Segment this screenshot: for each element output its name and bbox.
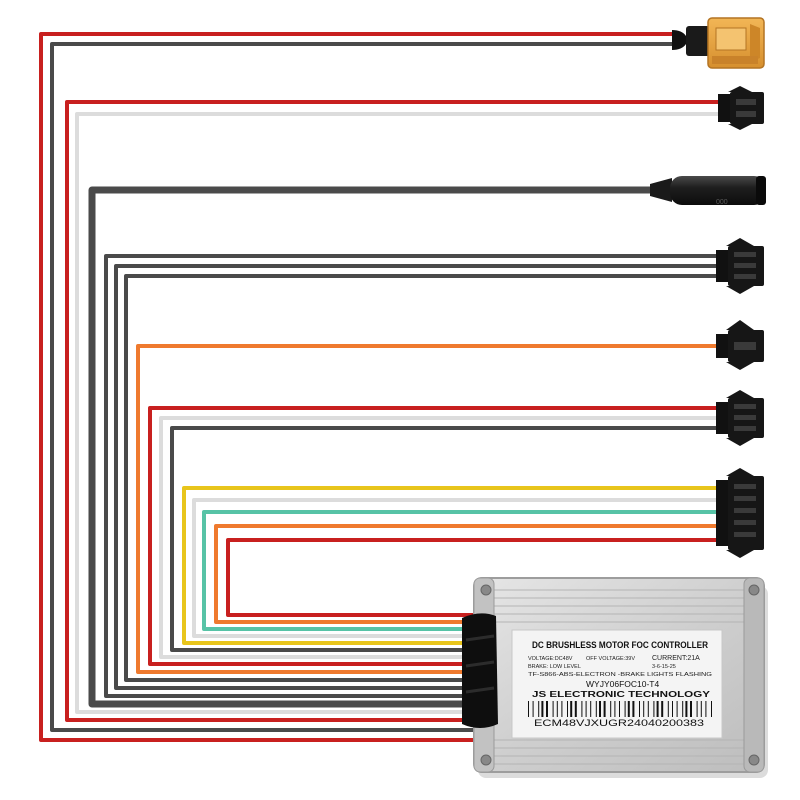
barcode-bar [574, 701, 577, 717]
three-pin-white-wire [159, 416, 720, 659]
two-pin-red-wire [65, 100, 720, 722]
barcode-bar [610, 701, 612, 717]
label-model: WYJY06FOC10-T4 [586, 679, 659, 689]
throttle-green-wire [202, 510, 720, 631]
controller-label [511, 629, 723, 739]
battery-red-wire [39, 32, 678, 742]
barcode-bar [590, 701, 592, 717]
throttle-red-wire [226, 538, 720, 617]
label-maker: JS ELECTRONIC TECHNOLOGY [532, 690, 711, 699]
barcode-bar [570, 701, 573, 717]
cable-grommet [462, 613, 498, 728]
label-features: TF-S866-ABS-ELECTRON -BRAKE LIGHTS FLASH… [528, 672, 712, 678]
screw-icon [480, 584, 492, 596]
label-off-voltage: OFF VOLTAGE:39V [586, 656, 635, 662]
barcode-bar [656, 701, 659, 717]
barcode-bar [682, 701, 684, 717]
round-dc-plug: 000 [650, 176, 766, 206]
battery-black-wire [50, 42, 678, 732]
barcode-bar [696, 701, 698, 717]
barcode-bar [603, 701, 606, 717]
svg-text:000: 000 [716, 199, 728, 206]
three-pin-black-wire [170, 426, 720, 652]
barcode-bar [627, 701, 630, 717]
barcode-bar [672, 701, 673, 717]
screw-icon [748, 584, 760, 596]
screw-icon [748, 754, 760, 766]
label-date: 3-6-15-25 [652, 664, 676, 670]
xt60-battery-connector [672, 17, 765, 69]
barcode-bar [632, 701, 635, 717]
three-pin-wire-1 [104, 254, 720, 698]
throttle-white-wire [192, 498, 720, 638]
two-pin-white-wire [75, 112, 720, 714]
barcode-bar [595, 701, 597, 717]
two-pin-connector-red-white [718, 86, 764, 130]
label-voltage: VOLTAGE:DC48V [528, 656, 573, 662]
barcode-bar [639, 701, 640, 717]
heatsink-fins [480, 589, 758, 765]
label-current: CURRENT:21A [652, 655, 700, 662]
barcode-bar [667, 701, 669, 717]
three-pin-wire-2 [114, 264, 720, 690]
three-pin-wire-3 [124, 274, 720, 682]
barcode-bar [532, 701, 534, 717]
wire-harness [39, 32, 720, 742]
throttle-yellow-wire [182, 486, 720, 645]
barcode-bar [556, 701, 558, 717]
barcode [528, 701, 712, 717]
barcode-bar [528, 701, 529, 717]
barcode-bar [661, 701, 664, 717]
barcode-bar [541, 701, 544, 717]
screw-icon [480, 754, 492, 766]
barcode-bar [676, 701, 678, 717]
barcode-bar [643, 701, 645, 717]
barcode-bar [685, 701, 688, 717]
barcode-bar [700, 701, 702, 717]
barcode-bar [614, 701, 616, 717]
five-pin-connector-throttle [716, 468, 764, 558]
label-title: DC BRUSHLESS MOTOR FOC CONTROLLER [532, 640, 708, 651]
round-plug-cable [88, 186, 652, 708]
barcode-bar [647, 701, 649, 717]
barcode-bar [538, 701, 540, 717]
barcode-bar [599, 701, 601, 717]
barcode-bar [585, 701, 587, 717]
single-pin-orange-wire [136, 344, 720, 674]
three-pin-connector-red-white-black [716, 390, 764, 446]
single-pin-connector-orange [716, 320, 764, 370]
barcode-bar [711, 701, 712, 717]
three-pin-connector-black [716, 238, 764, 294]
barcode-bar [624, 701, 626, 717]
barcode-bar [581, 701, 583, 717]
barcode-bar [653, 701, 655, 717]
barcode-bar [561, 701, 563, 717]
barcode-bar [690, 701, 692, 717]
throttle-orange-wire [214, 524, 720, 624]
label-serial: ECM48VJXUGR24040200383 [534, 718, 704, 729]
barcode-bar [705, 701, 707, 717]
label-brake: BRAKE: LOW LEVEL [528, 664, 581, 670]
barcode-bar [619, 701, 620, 717]
motor-controller-box: DC BRUSHLESS MOTOR FOC CONTROLLER VOLTAG… [462, 577, 768, 778]
three-pin-red-wire [148, 406, 720, 666]
barcode-bar [546, 701, 548, 717]
barcode-bar [567, 701, 568, 717]
barcode-bar [552, 701, 554, 717]
